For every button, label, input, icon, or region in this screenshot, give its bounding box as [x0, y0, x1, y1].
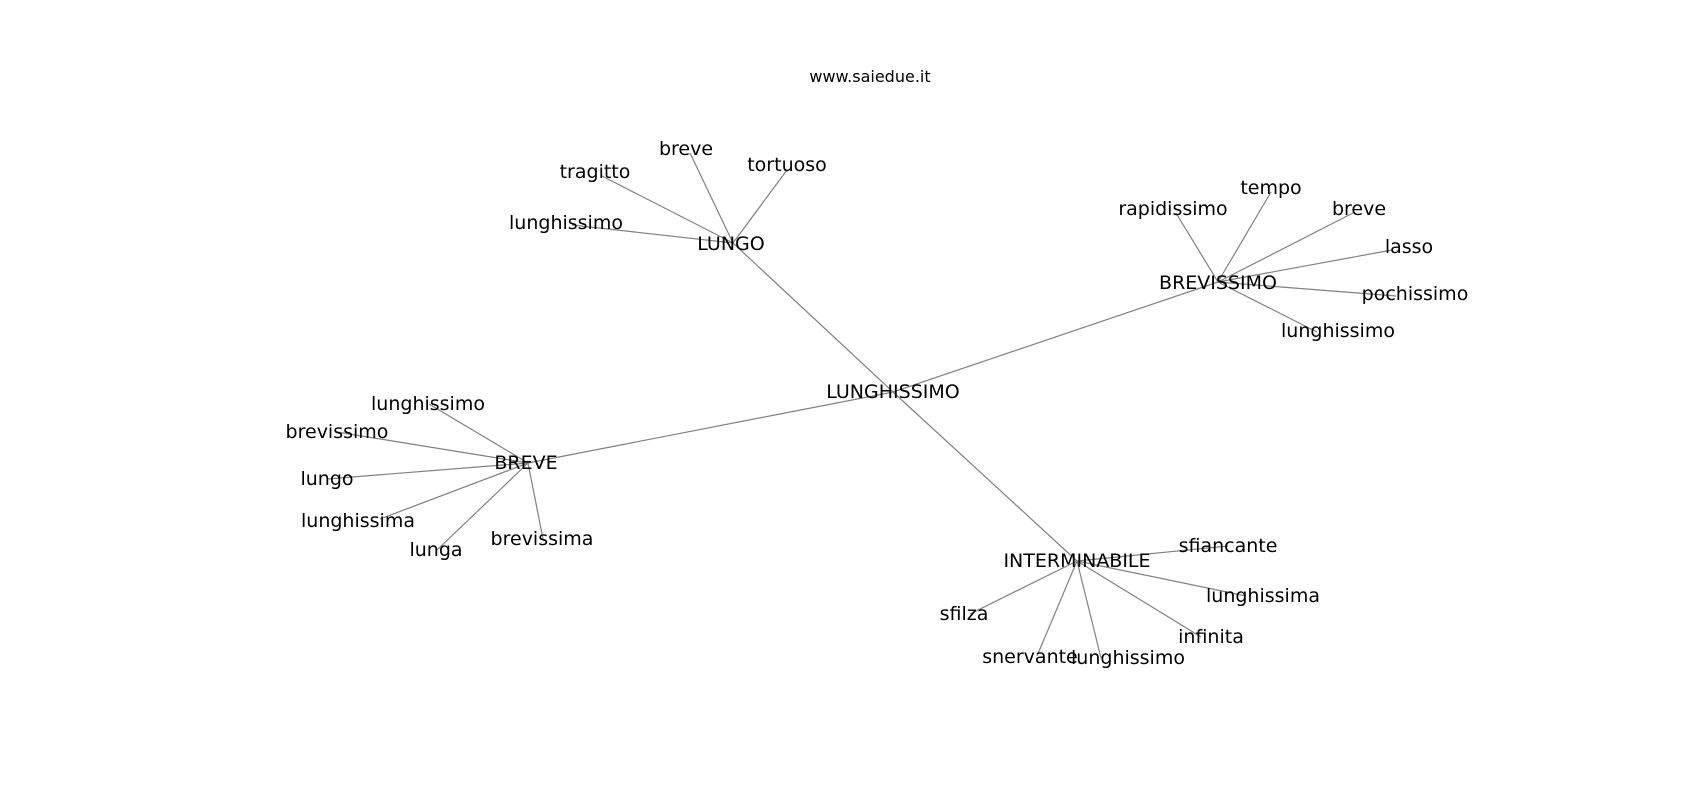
edge-interminabile_hub-to-interminabile_lunghissimo: [1076, 560, 1102, 659]
node-breve-lunga: lunga: [409, 539, 462, 561]
node-interminabile-lunghissima: lunghissima: [1206, 585, 1320, 607]
edge-brevissimo_hub-to-brevissimo_tempo: [1217, 191, 1272, 283]
node-lungo-lunghissimo: lunghissimo: [509, 212, 623, 234]
node-brevissimo-lunghissimo: lunghissimo: [1281, 320, 1395, 342]
node-breve: BREVE: [494, 452, 557, 474]
edge-lunghissimo_center-to-interminabile_hub: [892, 391, 1078, 562]
node-breve-lunghissimo: lunghissimo: [371, 393, 485, 415]
edge-lungo_hub-to-lungo_tragitto: [601, 175, 734, 244]
edge-brevissimo_hub-to-brevissimo_breve: [1217, 212, 1354, 283]
node-lunghissimo-center: LUNGHISSIMO: [826, 381, 959, 403]
node-brevissimo-rapidissimo: rapidissimo: [1118, 198, 1227, 220]
node-lungo-tragitto: tragitto: [560, 161, 631, 183]
node-brevissimo-pochissimo: pochissimo: [1362, 283, 1469, 305]
node-lungo-breve: breve: [659, 138, 713, 160]
node-interminabile-lunghissimo: lunghissimo: [1071, 647, 1185, 669]
node-brevissimo: BREVISSIMO: [1159, 272, 1277, 294]
edge-breve_hub-to-breve_brevissimo: [336, 431, 529, 464]
edge-brevissimo_hub-to-brevissimo_pochissimo: [1217, 281, 1397, 297]
edge-lunghissimo_center-to-brevissimo_hub: [892, 281, 1219, 393]
edge-breve_hub-to-breve_lungo: [326, 462, 529, 480]
edge-interminabile_hub-to-interminabile_sfilza: [969, 560, 1078, 615]
edge-lungo_hub-to-lungo_breve: [689, 152, 734, 244]
edge-interminabile_hub-to-interminabile_sfiancante: [1076, 545, 1229, 562]
node-interminabile-infinita: infinita: [1178, 626, 1244, 648]
node-brevissimo-tempo: tempo: [1240, 177, 1301, 199]
node-interminabile: INTERMINABILE: [1003, 550, 1150, 572]
node-brevissimo-breve: breve: [1332, 198, 1386, 220]
edge-breve_hub-to-breve_lunghissimo: [428, 403, 529, 464]
edge-interminabile_hub-to-interminabile_lunghissima: [1076, 560, 1247, 597]
edge-brevissimo_hub-to-brevissimo_lunghissimo: [1217, 281, 1318, 333]
edge-breve_hub-to-breve_lunga: [436, 462, 529, 551]
node-interminabile-sfilza: sfilza: [940, 603, 989, 625]
node-breve-brevissimo: brevissimo: [286, 421, 389, 443]
edge-brevissimo_hub-to-brevissimo_rapidissimo: [1175, 212, 1219, 283]
node-breve-lunghissima: lunghissima: [301, 510, 415, 532]
node-interminabile-sfiancante: sfiancante: [1179, 535, 1278, 557]
edge-lungo_hub-to-lungo_tortuoso: [732, 169, 788, 244]
node-lungo-tortuoso: tortuoso: [747, 154, 827, 176]
edge-breve_hub-to-breve_lunghissima: [379, 462, 529, 520]
edge-lunghissimo_center-to-lungo_hub: [732, 242, 894, 393]
edge-lunghissimo_center-to-breve_hub: [527, 391, 894, 464]
node-breve-brevissima: brevissima: [491, 528, 594, 550]
node-lungo: LUNGO: [697, 233, 764, 255]
site-label: www.saiedue.it: [809, 67, 930, 86]
edge-interminabile_hub-to-interminabile_infinita: [1076, 560, 1202, 638]
node-interminabile-snervante: snervante: [982, 646, 1078, 668]
node-brevissimo-lasso: lasso: [1385, 236, 1433, 258]
node-breve-lungo: lungo: [300, 468, 353, 490]
edge-lungo_hub-to-lungo_lunghissimo: [571, 224, 734, 244]
edge-interminabile_hub-to-interminabile_snervante: [1036, 560, 1078, 657]
edge-brevissimo_hub-to-brevissimo_lasso: [1217, 249, 1393, 283]
edges-layer: [326, 152, 1397, 659]
edge-breve_hub-to-breve_brevissima: [527, 462, 544, 540]
